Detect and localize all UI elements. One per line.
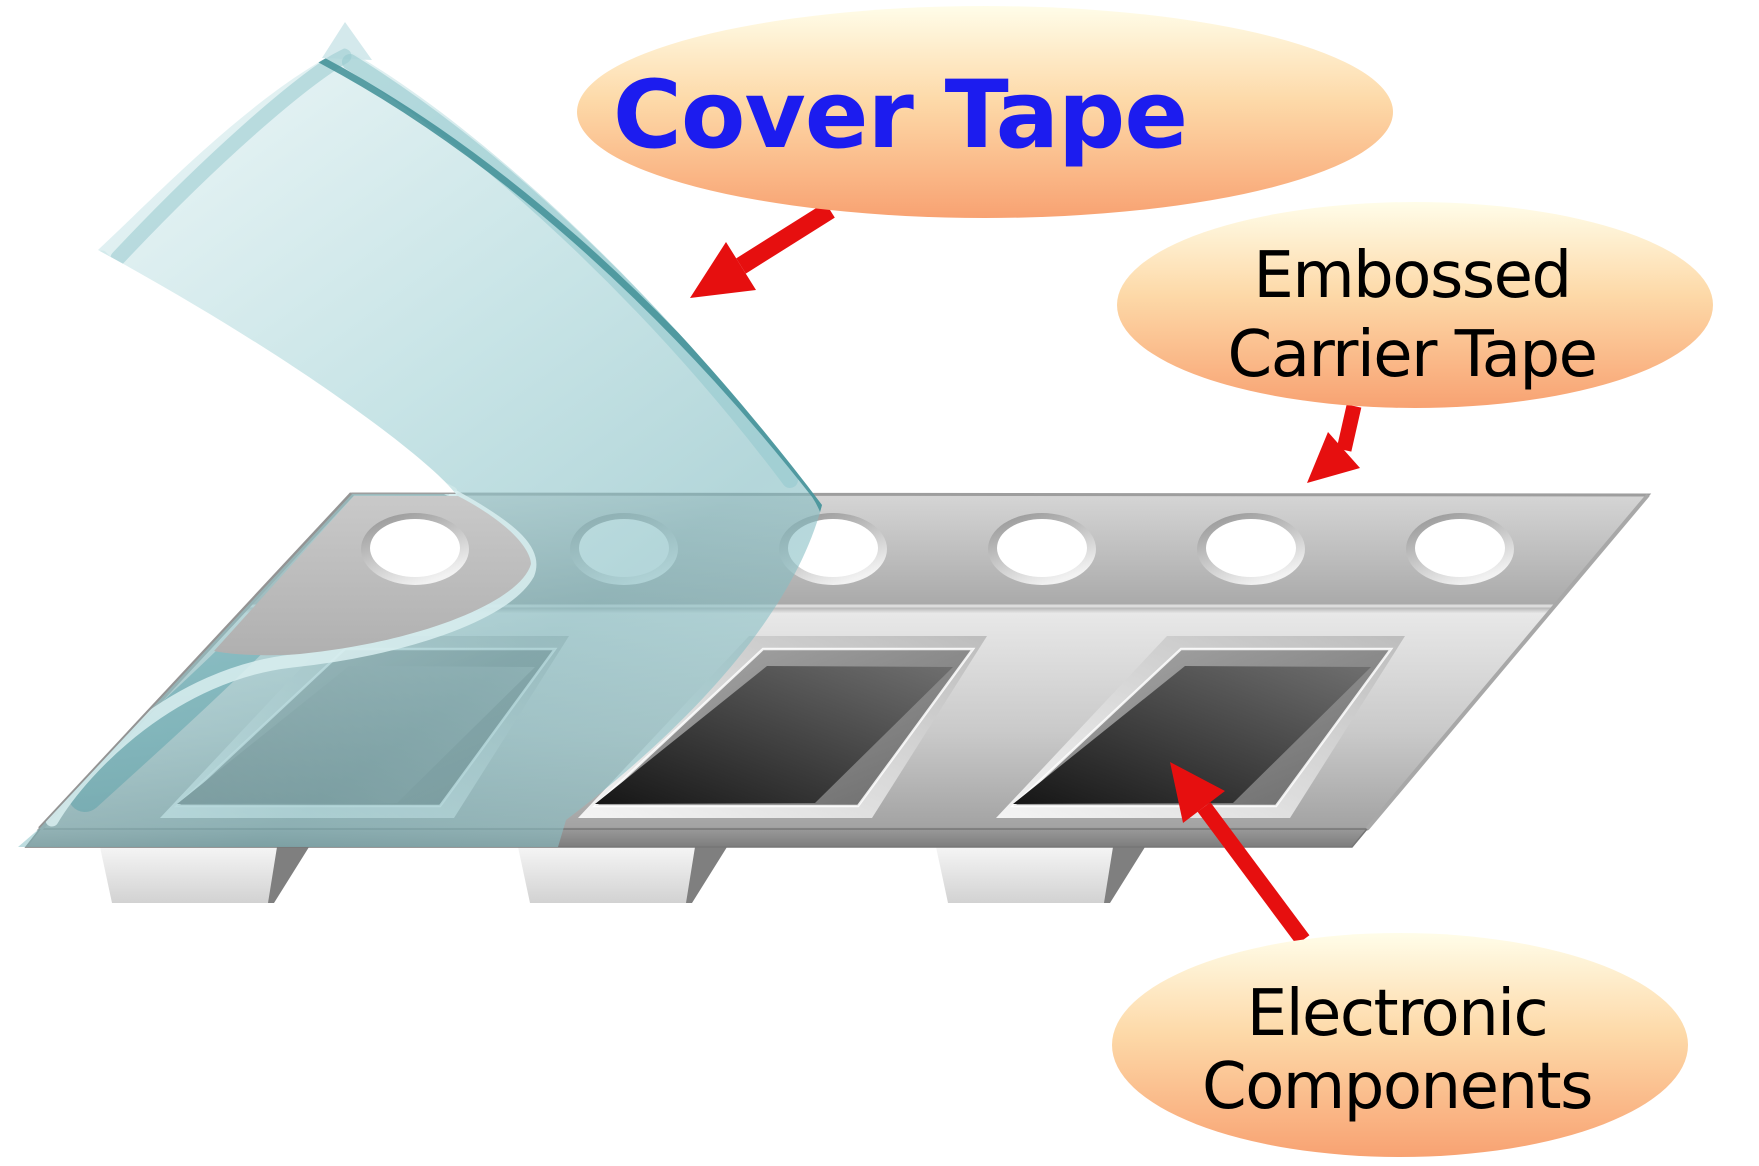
callout-label-carrier-tape-line2: Carrier Tape — [1228, 318, 1597, 392]
callout-label-carrier-tape: Embossed — [1253, 239, 1570, 313]
cover-tape — [18, 22, 822, 847]
arrows — [690, 202, 1362, 945]
callout-label-line2: Components — [1202, 1050, 1592, 1124]
electronic-component — [595, 666, 953, 804]
pocket — [996, 636, 1405, 818]
arrow-electronic-components — [1170, 762, 1310, 945]
sprocket-hole — [361, 513, 469, 585]
pocket-foot-side — [686, 847, 727, 903]
sprocket-hole — [988, 513, 1096, 585]
pocket — [578, 636, 987, 818]
carrier-tape-right-edge — [1365, 493, 1650, 831]
cover-tape-corner-flap — [322, 22, 372, 60]
callout-label-line1: Embossed — [1253, 239, 1570, 313]
callout-label-line1: Electronic — [1247, 977, 1547, 1051]
arrow-carrier-tape — [1307, 404, 1362, 483]
callout-bubble — [577, 6, 1393, 218]
callout-bubble — [1117, 202, 1713, 408]
pocket-foot — [518, 847, 695, 903]
callout-label-line2: Carrier Tape — [1228, 318, 1597, 392]
pocket-feet — [100, 847, 1145, 903]
pocket-foot-side — [268, 847, 309, 903]
callout-label-cover-tape: Cover Tape — [613, 61, 1187, 170]
pocket-foot-side — [1104, 847, 1145, 903]
sprocket-hole — [1197, 513, 1305, 585]
callout-electronic-components: Electronic Components — [1112, 933, 1688, 1157]
callout-embossed-carrier-tape: Embossed Carrier Tape — [1117, 202, 1713, 408]
sprocket-hole — [1406, 513, 1514, 585]
electronic-component — [1013, 666, 1371, 804]
pocket-foot — [100, 847, 277, 903]
pocket-foot — [936, 847, 1113, 903]
callout-bubble — [1112, 933, 1688, 1157]
callout-label-components: Electronic — [1247, 977, 1547, 1051]
callout-cover-tape: Cover Tape — [577, 6, 1393, 218]
callout-label-components-line2: Components — [1202, 1050, 1592, 1124]
arrow-cover-tape — [690, 202, 835, 298]
